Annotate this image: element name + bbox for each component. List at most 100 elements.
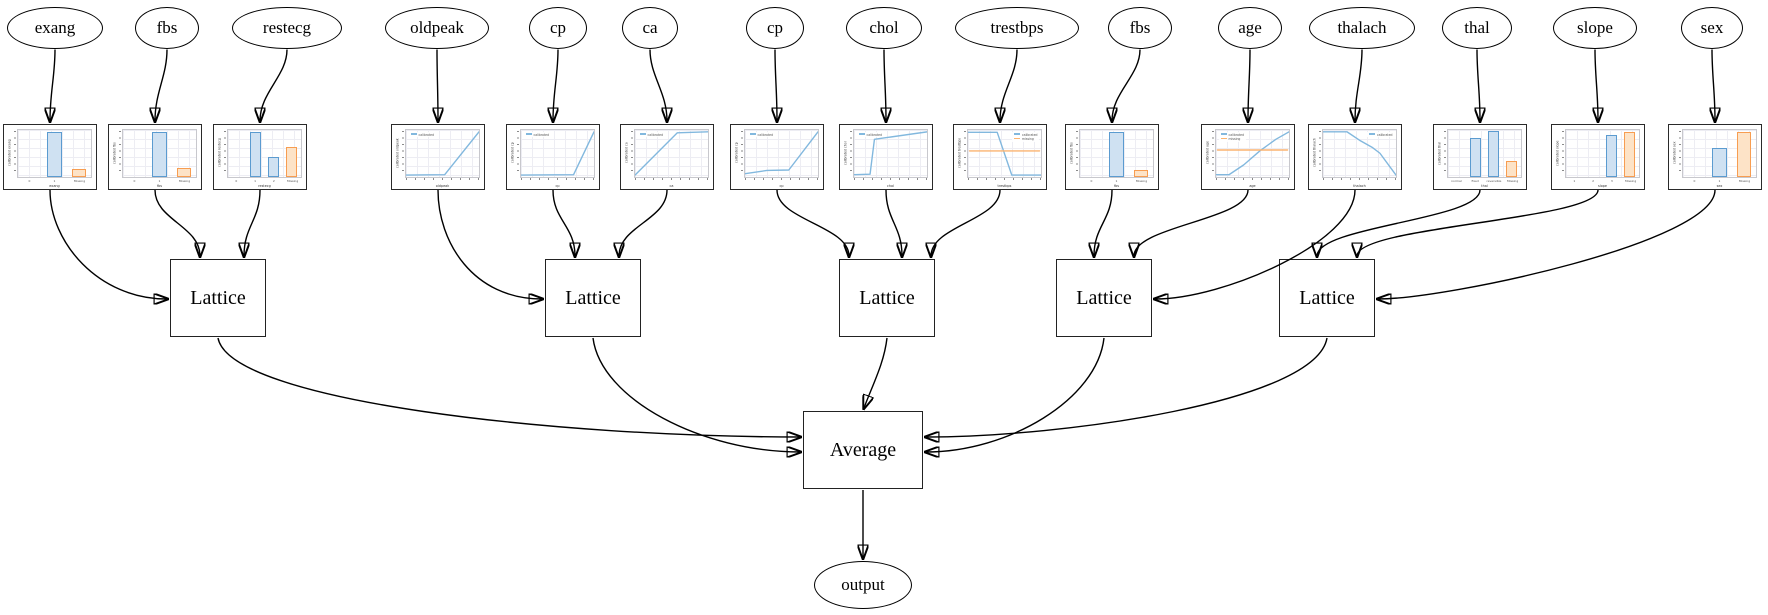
line-series-plot [521, 130, 594, 177]
lattice-box-1: Lattice [170, 259, 266, 337]
chart-legend: calibrated [524, 132, 551, 138]
legend-entry: calibrated [1013, 133, 1038, 137]
legend-entry: calibrated [410, 133, 434, 137]
edge-exang-to-calibrator [50, 49, 56, 122]
legend-swatch-blue [525, 133, 532, 135]
edge-calibrator-ca-to-lattice [619, 189, 668, 256]
edge-sex-to-calibrator [1712, 49, 1715, 122]
edge-calibrator-trestbps-to-lattice [931, 189, 1001, 256]
x-tick-label: Missing [1507, 178, 1519, 183]
feature-ellipse-cp: cp [746, 7, 804, 49]
lattice-label: Lattice [190, 286, 246, 309]
series-blue [406, 132, 479, 175]
series-blue [635, 132, 708, 175]
legend-entry: calibrated [1368, 133, 1393, 137]
lattice-box-4: Lattice [1056, 259, 1152, 337]
legend-entry: missing [1220, 137, 1245, 141]
feature-ellipse-fbs: fbs [1108, 7, 1172, 49]
edge-calibrator-fbs-to-lattice [154, 189, 200, 256]
x-tick-label: 1 [53, 178, 56, 183]
legend-entry: missing [1013, 137, 1038, 141]
x-axis-label: cp [779, 184, 784, 188]
edge-lattice-4-to-average [926, 337, 1105, 452]
edge-age-to-calibrator [1248, 49, 1250, 122]
lattice-box-5: Lattice [1279, 259, 1375, 337]
line-series-plot [854, 130, 927, 177]
legend-swatch-blue [1368, 133, 1376, 135]
x-tick-label: 1 [1718, 178, 1721, 183]
x-tick-labels [1216, 178, 1289, 180]
chart-plot: calibrated [1322, 129, 1397, 178]
line-series-plot [1216, 130, 1289, 177]
edge-calibrator-chol-to-lattice [885, 189, 902, 256]
y-tick-labels [1075, 131, 1078, 176]
y-tick-labels [1678, 131, 1681, 176]
bar-blue [249, 132, 261, 177]
y-tick-labels [849, 131, 852, 176]
x-tick-labels [635, 178, 708, 180]
edge-ca-to-calibrator [649, 49, 667, 122]
output-ellipse: output [814, 561, 912, 609]
edge-calibrator-exang-to-lattice [49, 189, 167, 299]
x-tick-label: Missing [1135, 178, 1148, 183]
x-axis-label: chol [886, 184, 895, 188]
x-tick-label: 1 [254, 178, 257, 183]
feature-ellipse-thal: thal [1442, 7, 1512, 49]
chart-plot [1682, 129, 1757, 178]
y-tick-labels [1443, 131, 1446, 176]
feature-ellipse-oldpeak: oldpeak [385, 7, 489, 49]
x-axis-label: age [1249, 184, 1256, 188]
chart-plot [1447, 129, 1522, 178]
legend-swatch-blue [410, 133, 417, 135]
y-tick-labels [963, 131, 966, 176]
bar-blue [1109, 132, 1124, 177]
chart-plot [1565, 129, 1640, 178]
x-tick-label: Missing [178, 178, 191, 183]
x-tick-labels [521, 178, 594, 180]
legend-entry: calibrated [639, 133, 663, 137]
bar-orange [1506, 161, 1518, 177]
x-axis-label: sex [1716, 184, 1723, 188]
edge-lattice-1-to-average [217, 337, 800, 437]
legend-entry: calibrated [749, 133, 773, 137]
x-tick-label: reversible [1486, 178, 1502, 183]
legend-entry: calibrated [525, 133, 549, 137]
feature-ellipse-trestbps: trestbps [955, 7, 1079, 49]
x-tick-label: 2 [1592, 178, 1595, 183]
bar-blue [1606, 134, 1618, 177]
chart-plot: calibrated [405, 129, 480, 178]
edge-restecg-to-calibrator [260, 49, 288, 122]
edge-calibrator-cp-to-lattice [776, 189, 849, 256]
chart-plot [227, 129, 302, 178]
line-series-plot [635, 130, 708, 177]
chart-legend: calibrated [857, 132, 884, 138]
edge-calibrator-sex-to-lattice [1378, 189, 1716, 299]
lattice-label: Lattice [1299, 286, 1355, 309]
legend-swatch-blue [858, 133, 865, 135]
x-tick-label: Missing [1625, 178, 1637, 183]
y-tick-labels [401, 131, 404, 176]
y-tick-labels [630, 131, 633, 176]
y-tick-labels [13, 131, 16, 176]
legend-swatch-blue [639, 133, 646, 135]
x-axis-label: cp [555, 184, 560, 188]
legend-swatch-orange [1220, 137, 1227, 139]
chart-plot: calibrated [520, 129, 595, 178]
x-tick-label: Missing [287, 178, 299, 183]
edge-chol-to-calibrator [884, 49, 886, 122]
average-label: Average [829, 438, 897, 461]
x-tick-labels [1323, 178, 1396, 180]
line-series-plot [745, 130, 818, 177]
bar-orange [71, 169, 87, 177]
chart-legend: calibrated [748, 132, 775, 138]
